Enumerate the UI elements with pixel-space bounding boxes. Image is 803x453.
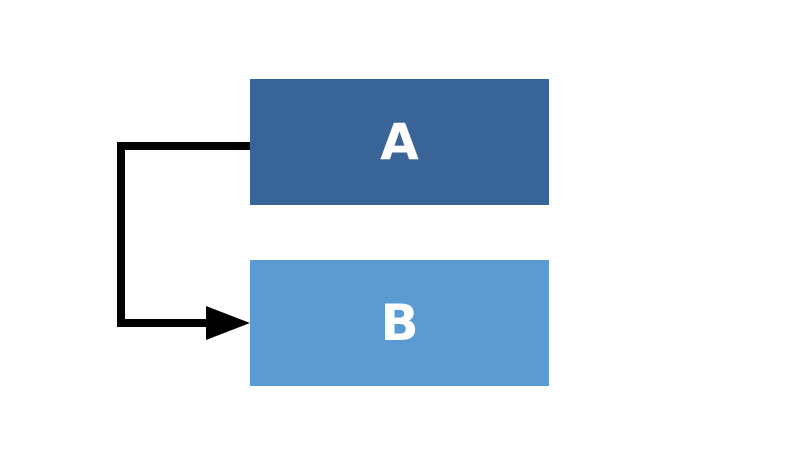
node-b: B (250, 260, 549, 386)
arrowhead-icon (206, 306, 250, 340)
node-a-label: A (380, 113, 419, 171)
node-b-label: B (380, 294, 419, 352)
node-a: A (250, 79, 549, 205)
connector-line (117, 142, 251, 327)
